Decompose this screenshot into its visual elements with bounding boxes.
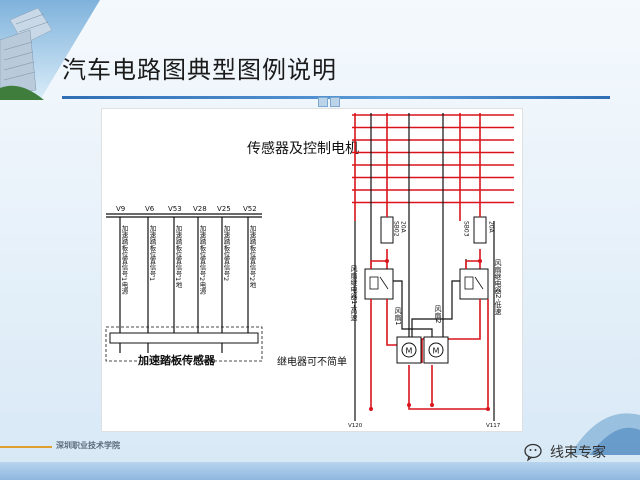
sensor-label: 加速踏板传感器 (137, 353, 216, 367)
fan1-label: 风扇1 (394, 307, 402, 325)
relay-right-label: 风扇继电器2-低速 (494, 259, 502, 316)
sensor-outline (105, 326, 263, 362)
footer-band (0, 462, 640, 480)
circuit-diagram-panel: 传感器及控制电机 V9 V6 V53 V28 V25 V52 加速踏板位置信号1… (101, 108, 523, 432)
relay-left (364, 268, 394, 300)
fuse-id: SB02 (393, 221, 400, 237)
fan2-label: 风扇2 (434, 305, 442, 323)
diagram-heading: 传感器及控制电机 (247, 140, 359, 157)
slide-title: 汽车电路图典型图例说明 (62, 56, 337, 84)
watermark: 线束专家 (524, 440, 606, 464)
fuse-rating: 20A (488, 221, 495, 234)
relay-right (459, 268, 489, 300)
signal-label: 加速踏板位置信号2 (222, 224, 230, 281)
ground-label-right: V117 (486, 423, 501, 429)
diagram-note: 继电器可不简单 (277, 355, 347, 368)
signal-label: 加速踏板位置信号2地 (248, 224, 256, 288)
pin-label: V52 (243, 205, 257, 213)
relay-left-label: 风扇继电器1-高速 (350, 265, 358, 322)
pin-label: V25 (217, 205, 231, 213)
fuse-rating: 20A (400, 221, 407, 234)
fuse-sb03 (473, 216, 487, 244)
footer-accent-line (0, 446, 52, 448)
footer-school-name: 深圳职业技术学院 (56, 441, 120, 450)
signal-label: 加速踏板位置信号2电源 (198, 224, 206, 296)
signal-label: 加速踏板位置信号1 (148, 224, 156, 281)
fuse-id: SB03 (463, 221, 470, 237)
fuse-sb02 (380, 216, 394, 244)
ground-label-left: V120 (348, 423, 363, 429)
title-rule-dots (318, 92, 348, 107)
pin-label: V53 (168, 205, 182, 213)
circuit-diagram: 传感器及控制电机 V9 V6 V53 V28 V25 V52 加速踏板位置信号1… (105, 113, 514, 429)
pin-label: V28 (193, 205, 207, 213)
pin-label: V9 (116, 205, 125, 213)
wechat-icon (524, 443, 542, 462)
fan-motor-1: M (396, 336, 422, 364)
fan-motor-2: M (423, 336, 449, 364)
svg-text:M: M (433, 347, 440, 356)
signal-label: 加速踏板位置信号1地 (174, 224, 182, 288)
bottom-right-decoration (570, 413, 640, 455)
signal-label: 加速踏板位置信号1电源 (120, 224, 128, 296)
svg-text:M: M (406, 347, 413, 356)
watermark-text: 线束专家 (550, 445, 606, 461)
pin-label: V6 (145, 205, 155, 213)
corner-building-photo (0, 0, 100, 100)
